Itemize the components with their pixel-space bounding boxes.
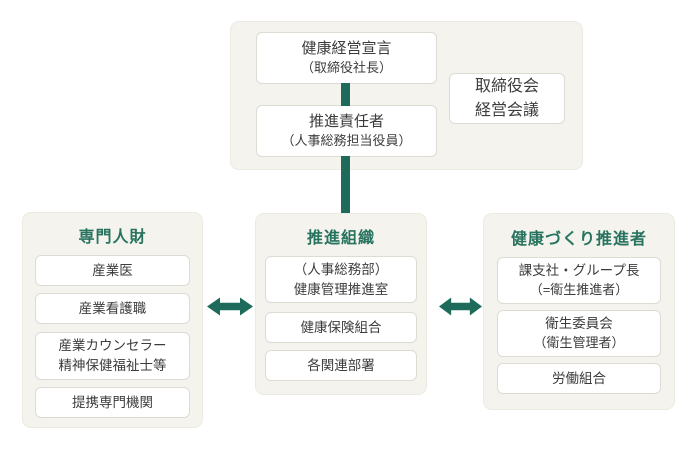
promotion-leader-line1: 推進責任者 — [308, 112, 384, 130]
item-label: 産業カウンセラー — [58, 338, 167, 354]
promotion-org-item-box: 健康保険組合 — [265, 312, 417, 343]
board-meeting-box: 取締役会 経営会議 — [449, 73, 565, 124]
specialists-item-box: 提携専門機関 — [35, 387, 190, 418]
item-label: 労働組合 — [552, 370, 606, 386]
item-label: 各関連部署 — [307, 357, 375, 373]
double-arrow-icon — [207, 297, 253, 316]
promotion-leader-line2: （人事総務担当役員） — [281, 133, 412, 149]
double-arrow-icon — [439, 297, 482, 316]
health-promoters-item-box: 労働組合 — [497, 363, 661, 394]
item-label: 産業看護職 — [78, 300, 147, 316]
specialists-item-box: 産業カウンセラー 精神保健福祉士等 — [35, 332, 190, 380]
board-meeting-line1: 取締役会 — [474, 77, 539, 95]
item-label: （人事総務部） — [293, 261, 389, 277]
specialists-item-box: 産業医 — [35, 255, 190, 286]
health-promoters-item-box: 課支社・グループ長 （=衛生推進者） — [497, 257, 661, 304]
declaration-line2: （取締役社長） — [300, 60, 392, 76]
column-health-promoters-title: 健康づくり推進者 — [510, 231, 647, 248]
health-promoters-item-box: 衛生委員会 （衛生管理者） — [497, 310, 661, 357]
item-label: 課支社・グループ長 — [518, 263, 640, 279]
board-meeting-line2: 経営会議 — [474, 101, 539, 119]
item-label: 健康保険組合 — [300, 319, 382, 335]
promotion-leader-box: 推進責任者 （人事総務担当役員） — [256, 105, 437, 157]
promotion-org-item-box: （人事総務部） 健康管理推進室 — [265, 256, 417, 303]
specialists-item-box: 産業看護職 — [35, 293, 190, 324]
vertical-connector-icon — [341, 83, 350, 106]
item-label: （=衛生推進者） — [529, 281, 629, 297]
item-label: 健康管理推進室 — [293, 281, 389, 297]
item-label: 精神保健福祉士等 — [58, 358, 167, 373]
promotion-org-item-box: 各関連部署 — [265, 350, 417, 381]
item-label: 産業医 — [92, 262, 133, 278]
item-label: （衛生管理者） — [533, 334, 625, 350]
declaration-box: 健康経営宣言 （取締役社長） — [256, 32, 437, 84]
column-specialists-title: 専門人財 — [78, 229, 147, 246]
vertical-connector-icon — [341, 156, 350, 214]
column-promotion-org-title: 推進組織 — [306, 230, 375, 247]
item-label: 提携専門機関 — [72, 394, 153, 410]
declaration-line1: 健康経営宣言 — [301, 39, 392, 57]
item-label: 衛生委員会 — [545, 316, 613, 332]
